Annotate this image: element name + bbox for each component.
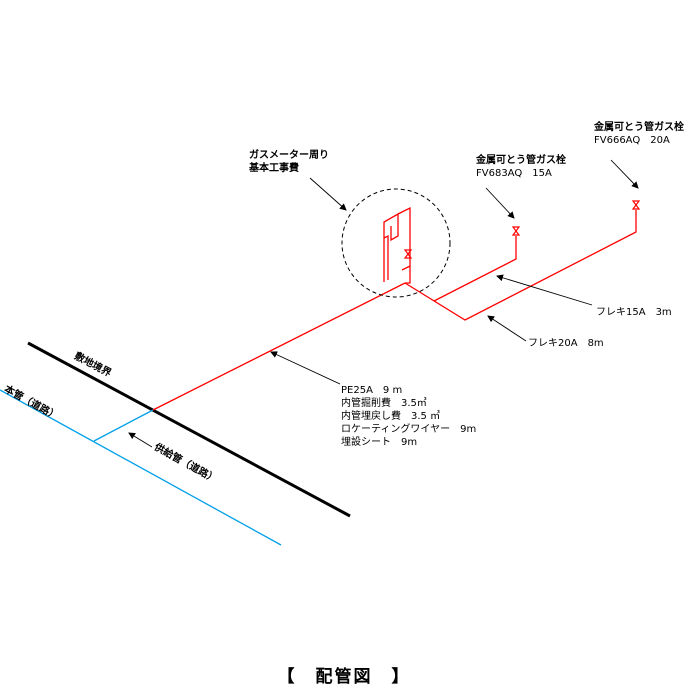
flex15-label: フレキ15A 3m	[596, 307, 672, 318]
pe25a-spec-line: ロケーティングワイヤー 9m	[341, 424, 477, 435]
flex20-leader	[487, 315, 527, 342]
supply-pipe-line	[93, 409, 154, 442]
gas-meter-icon	[383, 206, 411, 282]
flex15-leader	[496, 274, 593, 306]
pe25a-spec-line: 内管埋戻し費 3.5 ㎥	[341, 411, 441, 422]
valve-15a-leader	[485, 187, 515, 219]
meter-area-label-line1: ガスメーター周り	[249, 150, 329, 161]
property-boundary-line	[27, 341, 351, 518]
meter-area-circle	[341, 188, 451, 298]
meter-area-label: ガスメーター周り 基本工事費	[249, 149, 329, 175]
valve-20a-name: 金属可とう管ガス栓	[594, 122, 684, 133]
meter-valve-icon	[403, 249, 413, 259]
meter-riser-pipe	[405, 252, 411, 284]
valve-20a-leader	[610, 159, 639, 189]
pe25a-leader	[270, 351, 341, 385]
gas-valve-icon-20a	[631, 200, 641, 210]
pe25a-spec-line: 埋設シート 9m	[341, 437, 418, 448]
main-pipe-line	[0, 389, 282, 546]
gas-valve-icon-15a	[511, 226, 521, 236]
flex20a-pipe	[404, 210, 637, 321]
valve-20a-model: FV666AQ 20A	[594, 135, 670, 146]
flex15a-pipe	[433, 236, 517, 302]
valve-15a-name: 金属可とう管ガス栓	[476, 155, 566, 166]
page-title: 【 配管図 】	[277, 667, 411, 687]
valve-20a-label: 金属可とう管ガス栓 FV666AQ 20A	[594, 121, 684, 147]
meter-area-leader	[309, 177, 347, 211]
meter-area-label-line2: 基本工事費	[249, 163, 299, 174]
pe25a-pipe	[152, 282, 406, 411]
pe25a-spec-block: PE25A 9 m 内管掘削費 3.5㎥ 内管埋戻し費 3.5 ㎥ ロケーティン…	[341, 384, 476, 449]
flex20-label: フレキ20A 8m	[528, 338, 604, 349]
supply-pipe-leader	[128, 432, 153, 448]
valve-15a-label: 金属可とう管ガス栓 FV683AQ 15A	[476, 154, 566, 180]
pe25a-spec-line: PE25A 9 m	[341, 385, 403, 396]
pe25a-spec-line: 内管掘削費 3.5㎥	[341, 398, 427, 409]
valve-15a-model: FV683AQ 15A	[476, 168, 552, 179]
